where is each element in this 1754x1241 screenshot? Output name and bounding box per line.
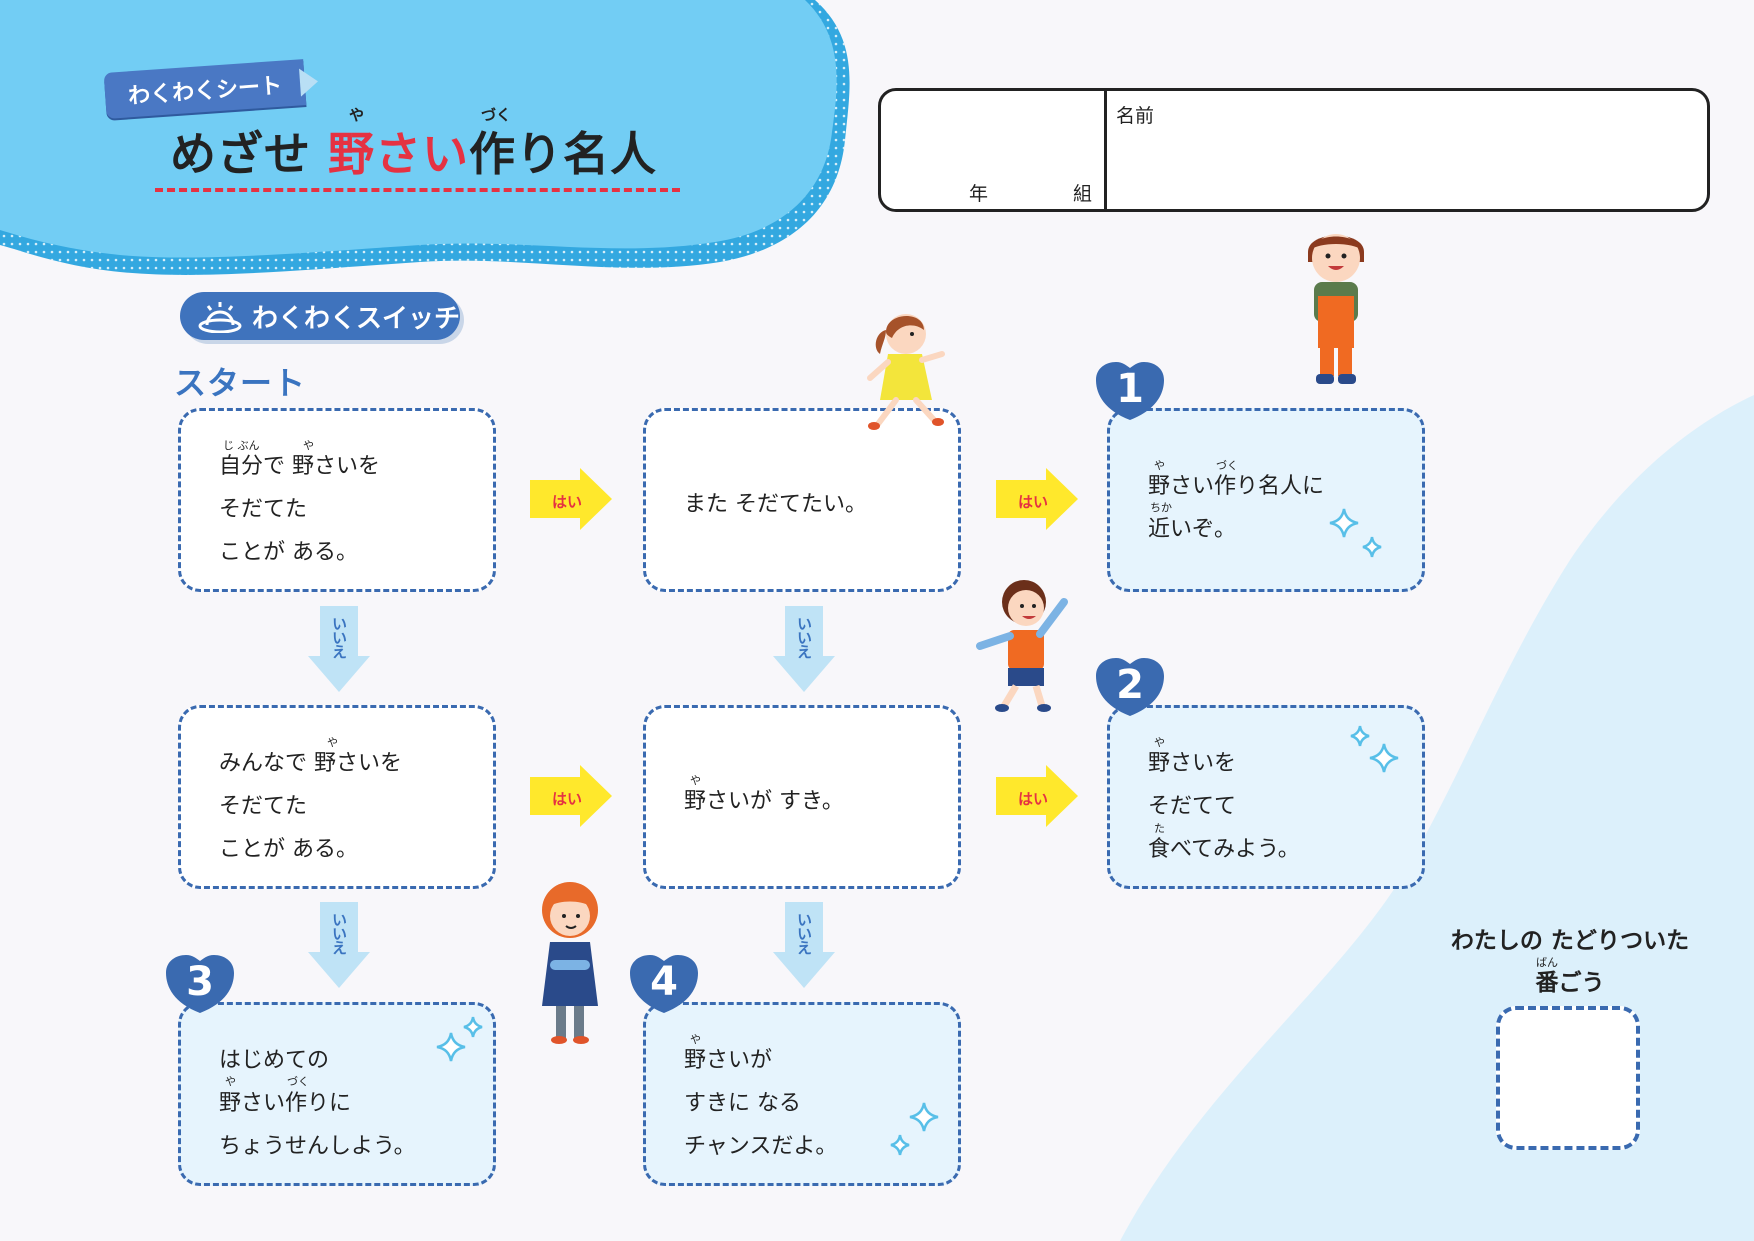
badge-3: 3 xyxy=(164,953,236,1015)
question-box-1: じ ぶん や 自分で 野さいを そだてた ことが ある。 xyxy=(178,408,496,592)
name-box: 年 組 名前 xyxy=(878,88,1710,212)
result-number-box[interactable] xyxy=(1496,1006,1640,1150)
badge-number: 4 xyxy=(650,959,678,1005)
result-label-line1: わたしの たどりついた xyxy=(1450,928,1690,954)
result-box-3: や づく はじめての 野さい作りに ちょうせんしよう。 xyxy=(178,1002,496,1186)
ruby-ya: や xyxy=(690,774,701,787)
heart-badge-icon xyxy=(166,955,234,1013)
title-ruby-zuku: づく xyxy=(481,106,512,124)
bell-switch-icon xyxy=(198,302,242,333)
no-arrow-label: いいえ xyxy=(795,912,813,954)
heart-badge-icon xyxy=(1096,362,1164,420)
yes-arrow-label: はい xyxy=(552,493,583,511)
result-box-2: や た 野さいを そだてて 食べてみよう。 xyxy=(1107,705,1425,889)
question-text-1: 自分で 野さいを そだてた ことが ある。 xyxy=(219,454,380,565)
boy-overalls-illustration xyxy=(1308,234,1364,384)
no-arrow xyxy=(773,902,835,988)
ruby-ta: た xyxy=(1154,822,1165,835)
sparkle-icon xyxy=(890,1102,939,1156)
no-arrow-label: いいえ xyxy=(795,616,813,658)
yes-arrow xyxy=(530,765,612,827)
question-box-2: また そだてたい。 xyxy=(643,408,961,592)
name-label: 名前 xyxy=(1116,105,1155,127)
ruby-jibun: じ ぶん xyxy=(223,439,260,452)
page-title: めざせ 野さい作り名人 xyxy=(170,118,657,184)
heart-badge-icon xyxy=(630,955,698,1013)
badge-number: 3 xyxy=(186,959,214,1005)
yes-arrow xyxy=(996,468,1078,530)
result-label-line2: 番ごう xyxy=(1535,970,1605,996)
result-text-2: 野さいを そだてて 食べてみよう。 xyxy=(1148,751,1300,862)
ruby-ya: や xyxy=(1154,459,1165,472)
title-underline xyxy=(155,188,680,192)
ruby-ya: や xyxy=(690,1033,701,1046)
switch-text: わくわくスイッチ xyxy=(252,303,461,334)
result-text-4: 野さいが すきに なる チャンスだよ。 xyxy=(684,1048,838,1159)
question-box-3: や みんなで 野さいを そだてた ことが ある。 xyxy=(178,705,496,889)
result-label: わたしの たどりついた 番ごう xyxy=(1440,920,1700,1004)
yes-arrow-label: はい xyxy=(1018,493,1049,511)
start-label: スタート xyxy=(174,364,307,402)
badge-1: 1 xyxy=(1094,360,1166,422)
title-part1: めざせ xyxy=(170,127,329,181)
year-label: 年 xyxy=(969,183,989,205)
no-arrow xyxy=(308,606,370,692)
result-box-4: や 野さいが すきに なる チャンスだよ。 xyxy=(643,1002,961,1186)
ruby-chika: ちか xyxy=(1150,501,1172,514)
badge-number: 1 xyxy=(1116,366,1144,412)
yes-arrow-label: はい xyxy=(552,790,583,808)
result-box-1: や づく ちか 野さい作り名人に 近いぞ。 xyxy=(1107,408,1425,592)
yes-arrow xyxy=(530,468,612,530)
no-arrow-label: いいえ xyxy=(330,616,348,658)
ruby-zuku: づく xyxy=(1216,459,1238,472)
badge-number: 2 xyxy=(1116,662,1144,708)
waku-switch-label: わくわくスイッチ xyxy=(180,292,460,340)
no-arrow xyxy=(308,902,370,988)
title-ruby-ya: や xyxy=(349,106,365,124)
title-red-part: 野さい xyxy=(328,127,470,181)
ruby-zuku: づく xyxy=(287,1075,309,1088)
question-box-4: や 野さいが すき。 xyxy=(643,705,961,889)
name-box-divider xyxy=(1104,91,1107,209)
girl-standing-illustration xyxy=(542,882,598,1044)
ruby-ya: や xyxy=(225,1075,236,1088)
question-text-3: みんなで 野さいを そだてた ことが ある。 xyxy=(219,751,402,862)
question-text-4: 野さいが すき。 xyxy=(684,789,844,814)
result-text-3: はじめての 野さい作りに ちょうせんしよう。 xyxy=(219,1048,416,1159)
ruby-ban: ばん xyxy=(1536,956,1558,969)
sparkle-icon xyxy=(1329,508,1382,558)
sheet-tag-tip xyxy=(299,67,319,97)
sparkle-icon xyxy=(436,1016,483,1062)
class-label: 組 xyxy=(1073,183,1093,205)
no-arrow-label: いいえ xyxy=(330,912,348,954)
ruby-ya: や xyxy=(303,439,314,452)
ruby-ya: や xyxy=(327,736,338,749)
badge-4: 4 xyxy=(628,953,700,1015)
question-text-2: また そだてたい。 xyxy=(684,492,867,517)
heart-badge-icon xyxy=(1096,658,1164,716)
ruby-ya: や xyxy=(1154,736,1165,749)
yes-arrow-label: はい xyxy=(1018,790,1049,808)
no-arrow xyxy=(773,606,835,692)
badge-2: 2 xyxy=(1094,656,1166,718)
girl-running-illustration xyxy=(867,314,945,430)
yes-arrow xyxy=(996,765,1078,827)
sparkle-icon xyxy=(1350,725,1399,773)
boy-waving-illustration xyxy=(976,580,1068,712)
title-part2: 作り名人 xyxy=(469,127,658,181)
result-text-1: 野さい作り名人に 近いぞ。 xyxy=(1148,474,1325,542)
